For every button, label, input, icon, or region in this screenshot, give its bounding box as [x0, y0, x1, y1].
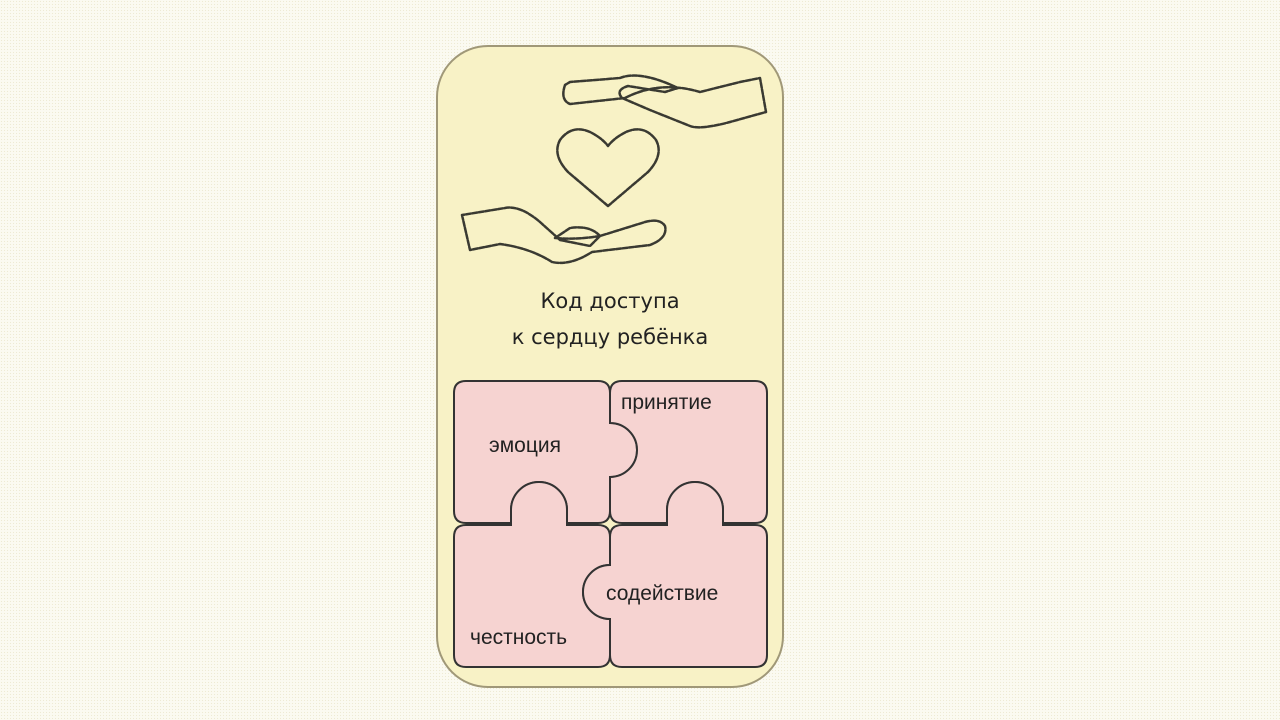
hand-top-icon — [562, 74, 768, 129]
puzzle-piece-bottom-right — [582, 481, 768, 668]
title-line-1: Код доступа — [540, 289, 680, 313]
title-line-2: к сердцу ребёнка — [511, 325, 709, 349]
heart-icon — [556, 128, 660, 208]
label-assistance: содействие — [606, 582, 719, 605]
label-acceptance: принятие — [621, 391, 712, 414]
label-emotion: эмоция — [489, 434, 561, 457]
label-honesty: честность — [470, 626, 568, 649]
hand-bottom-icon — [460, 206, 667, 265]
